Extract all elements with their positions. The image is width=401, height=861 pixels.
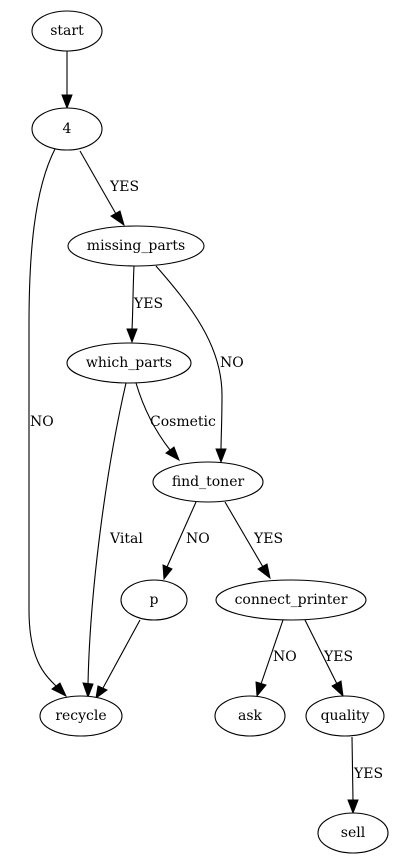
edge-label-no: NO (273, 649, 297, 665)
arrow-head (165, 446, 180, 462)
node-p: p (120, 579, 188, 621)
arrow-head (95, 685, 108, 700)
arrow-head (51, 682, 68, 698)
node-ellipse (317, 812, 389, 854)
node-4: 4 (31, 107, 103, 151)
edge-missing-parts-to-which-parts: YES (126, 265, 163, 344)
arrow-head (347, 799, 359, 815)
arrow-head (110, 210, 125, 227)
edge-which-parts-to-recycle: Vital (82, 382, 143, 699)
edge-label-yes: YES (109, 179, 139, 195)
node-label: recycle (55, 708, 106, 724)
arrow-head (126, 328, 138, 344)
node-ellipse (31, 10, 103, 52)
edge-4-to-missing-parts: YES (79, 150, 139, 227)
node-label: find_toner (172, 474, 245, 490)
edge-label-yes: YES (353, 766, 383, 782)
edge-line (102, 619, 141, 689)
edge-connect-printer-to-quality: YES (304, 619, 353, 698)
edge-label-yes: YES (133, 296, 163, 312)
edges: YES NO YES NO Cosmetic (28, 51, 383, 815)
node-label: ask (238, 708, 263, 724)
edge-label-yes: YES (253, 531, 283, 547)
node-label: sell (341, 825, 366, 841)
node-ellipse (31, 107, 103, 151)
edge-missing-parts-to-find-toner: NO (155, 265, 244, 464)
node-start: start (31, 10, 103, 52)
edge-line (166, 501, 197, 568)
edge-connect-printer-to-ask: NO (255, 619, 297, 698)
edge-label-no: NO (220, 355, 244, 371)
node-ellipse (66, 342, 192, 384)
edge-label-yes: YES (323, 649, 353, 665)
arrow-head (82, 682, 94, 699)
edge-line (155, 265, 223, 451)
edge-line (304, 619, 338, 685)
edge-find-toner-to-p: NO (162, 501, 210, 581)
node-ellipse (67, 225, 205, 267)
edge-label-vital: Vital (109, 531, 143, 547)
node-label: connect_printer (235, 592, 348, 608)
node-sell: sell (317, 812, 389, 854)
node-connect-printer: connect_printer (215, 579, 367, 621)
edge-line (28, 148, 57, 687)
node-label: which_parts (86, 355, 172, 371)
node-label: 4 (63, 121, 72, 137)
arrow-head (257, 563, 271, 580)
node-ellipse (39, 695, 123, 737)
edge-4-to-recycle: NO (28, 148, 68, 698)
edge-line (224, 501, 264, 568)
edge-find-toner-to-connect-printer: YES (224, 501, 283, 580)
node-ask: ask (214, 695, 286, 737)
node-find-toner: find_toner (152, 461, 264, 503)
arrow-head (255, 681, 267, 698)
edge-start-to-4 (61, 51, 73, 110)
arrow-head (331, 680, 344, 698)
node-ellipse (120, 579, 188, 621)
edge-label-no: NO (30, 414, 54, 430)
node-label: start (50, 23, 84, 39)
nodes: start 4 missing_parts which_parts find_t… (31, 10, 389, 854)
edge-line (351, 736, 354, 802)
edge-line (135, 382, 171, 451)
node-missing-parts: missing_parts (67, 225, 205, 267)
edge-which-parts-to-find-toner: Cosmetic (135, 382, 216, 462)
node-quality: quality (305, 695, 385, 737)
edge-label-cosmetic: Cosmetic (150, 414, 216, 430)
arrow-head (215, 448, 227, 464)
node-recycle: recycle (39, 695, 123, 737)
node-ellipse (305, 695, 385, 737)
node-label: missing_parts (87, 238, 185, 254)
node-label: quality (321, 708, 370, 724)
edge-line (260, 619, 284, 685)
edge-p-to-recycle (95, 619, 141, 700)
node-label: p (150, 592, 159, 608)
arrow-head (162, 564, 173, 581)
edge-quality-to-sell: YES (347, 736, 383, 815)
edge-line (131, 265, 135, 331)
edge-line (87, 382, 127, 685)
node-ellipse (152, 461, 264, 503)
arrow-head (61, 94, 73, 110)
node-ellipse (214, 695, 286, 737)
node-which-parts: which_parts (66, 342, 192, 384)
edge-line (79, 150, 117, 215)
edge-label-no: NO (186, 531, 210, 547)
node-ellipse (215, 579, 367, 621)
